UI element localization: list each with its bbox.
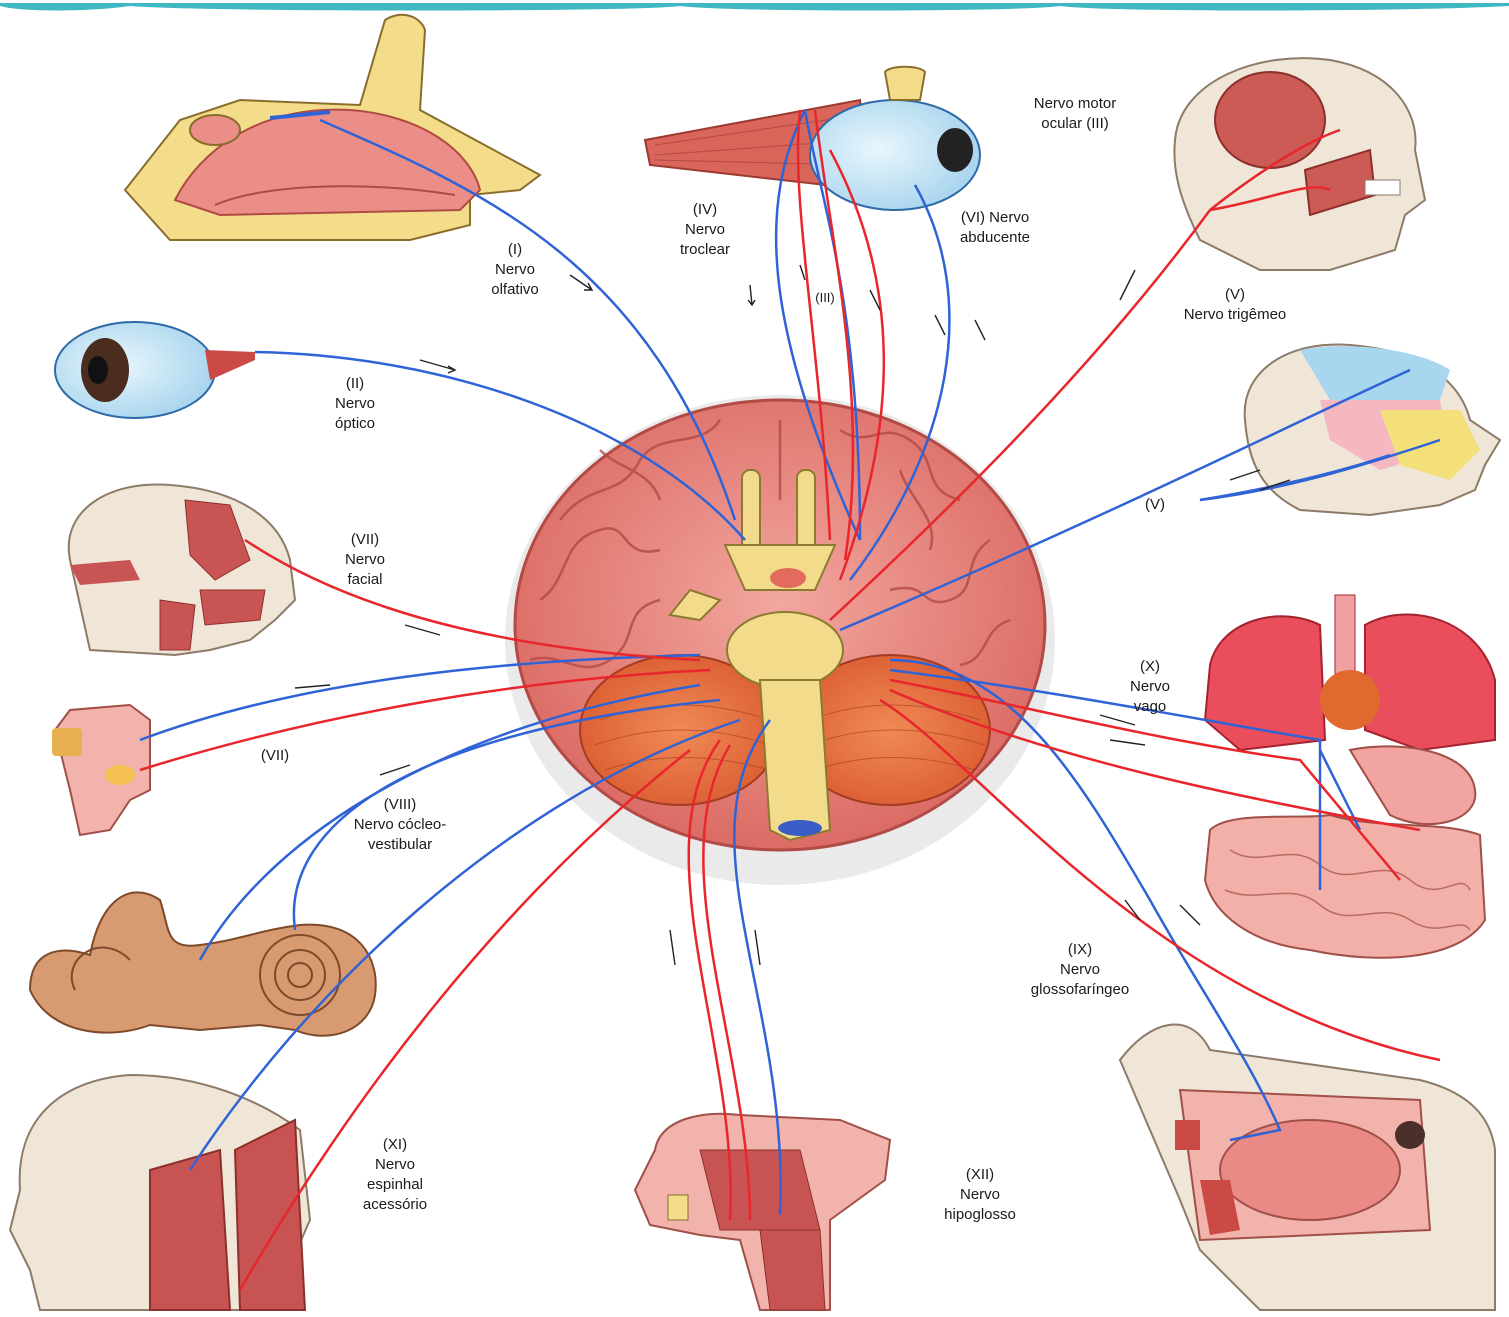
facial-muscles-illustration xyxy=(69,484,295,655)
nasal-cavity-illustration xyxy=(125,15,540,240)
oral-cavity-illustration xyxy=(1120,1025,1495,1310)
inner-ear-illustration xyxy=(30,892,376,1035)
trigeminal-nerve-label: (V)Nervo trigêmeo xyxy=(1150,285,1320,325)
vestibulocochlear-nerve-label: (VIII)Nervo cócleo-vestibular xyxy=(320,795,480,855)
head-muscles-illustration xyxy=(1174,58,1425,270)
eye-with-muscles-illustration xyxy=(645,67,980,210)
neck-muscles-illustration xyxy=(10,1075,310,1310)
tongue-muscles-illustration xyxy=(635,1114,890,1310)
oculomotor-small-label: (III) xyxy=(800,288,850,308)
trigeminal-short-label: (V) xyxy=(1130,495,1180,515)
brain-base-illustration xyxy=(505,395,1055,885)
facial-short-label: (VII) xyxy=(240,746,310,766)
thoracic-abdominal-organs-illustration xyxy=(1205,595,1495,958)
eye-illustration xyxy=(55,322,255,418)
tongue-section-illustration xyxy=(52,705,150,835)
